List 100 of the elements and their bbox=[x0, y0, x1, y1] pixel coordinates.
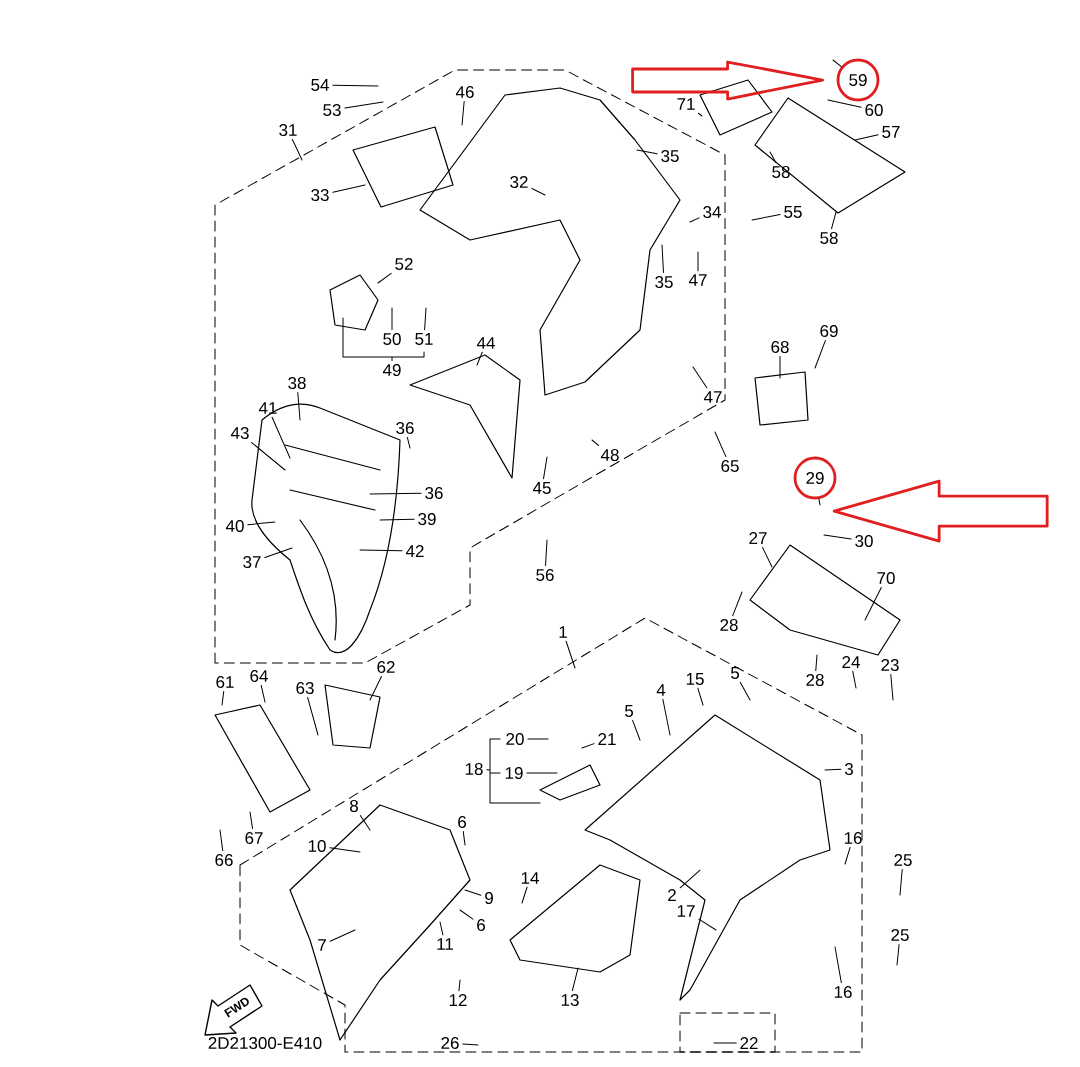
drawing-code: 2D21300-E410 bbox=[208, 1037, 322, 1049]
callout-number: 38 bbox=[288, 377, 306, 389]
leader-line bbox=[854, 134, 879, 141]
callout-number: 65 bbox=[721, 460, 739, 472]
circled-callout-number: 29 bbox=[793, 456, 837, 500]
leader-line bbox=[526, 772, 558, 774]
leader-line bbox=[679, 869, 701, 889]
callout-number: 71 bbox=[677, 98, 695, 110]
leader-line bbox=[297, 391, 301, 421]
callout-number: 37 bbox=[243, 556, 261, 568]
callout-number: 63 bbox=[296, 682, 314, 694]
leader-line bbox=[439, 921, 444, 936]
callout-number: 51 bbox=[415, 333, 433, 345]
callout-number: 14 bbox=[521, 872, 539, 884]
block-arrow bbox=[631, 60, 824, 101]
leader-line bbox=[377, 272, 392, 284]
leader-line bbox=[834, 946, 842, 984]
leader-line bbox=[832, 59, 842, 68]
leader-line bbox=[591, 439, 600, 447]
leader-line bbox=[814, 339, 826, 369]
callout-number: 27 bbox=[749, 532, 767, 544]
leader-line bbox=[896, 943, 900, 966]
callout-number: 66 bbox=[215, 854, 233, 866]
leader-line bbox=[521, 886, 528, 904]
callout-number: 39 bbox=[418, 513, 436, 525]
leader-line bbox=[379, 518, 415, 521]
callout-number: 36 bbox=[396, 422, 414, 434]
callout-number: 47 bbox=[688, 274, 707, 286]
callout-number: 60 bbox=[865, 104, 883, 116]
leader-line bbox=[458, 979, 461, 992]
callout-number: 10 bbox=[308, 840, 326, 852]
leader-line bbox=[406, 436, 411, 449]
callout-number: 68 bbox=[771, 341, 789, 353]
leader-line bbox=[581, 743, 595, 749]
callout-number: 16 bbox=[834, 986, 852, 998]
callout-number: 13 bbox=[561, 994, 579, 1006]
callout-number: 6 bbox=[477, 919, 485, 931]
leader-line bbox=[762, 546, 773, 568]
leader-line bbox=[864, 586, 882, 621]
leader-line bbox=[391, 307, 393, 331]
callout-number: 61 bbox=[216, 676, 234, 688]
callout-number: 46 bbox=[455, 86, 474, 98]
leader-line bbox=[369, 492, 422, 495]
leader-line bbox=[219, 829, 224, 852]
leader-line bbox=[751, 214, 781, 221]
callout-number: 52 bbox=[395, 258, 413, 270]
callout-number: 28 bbox=[720, 619, 738, 631]
circled-callout-number: 59 bbox=[836, 58, 880, 102]
callout-number: 11 bbox=[437, 938, 453, 950]
callout-number: 67 bbox=[245, 832, 263, 844]
leader-line bbox=[307, 696, 319, 736]
callout-number: 32 bbox=[510, 176, 528, 188]
callout-number: 57 bbox=[882, 126, 900, 138]
callout-number: 8 bbox=[350, 800, 358, 812]
callout-number: 26 bbox=[441, 1037, 459, 1049]
callout-number: 23 bbox=[881, 659, 899, 671]
callout-number: 9 bbox=[485, 892, 493, 904]
callout-number: 21 bbox=[598, 733, 616, 745]
leader-line bbox=[661, 244, 664, 274]
leader-line bbox=[815, 654, 818, 672]
leader-line bbox=[831, 211, 837, 230]
leader-line bbox=[459, 909, 474, 920]
leader-line bbox=[824, 768, 842, 771]
callout-number: 3 bbox=[844, 763, 853, 775]
leader-line bbox=[852, 670, 857, 689]
leader-line bbox=[545, 539, 548, 567]
callout-number: 35 bbox=[661, 150, 679, 162]
leader-line bbox=[827, 99, 862, 108]
callout-number: 25 bbox=[894, 854, 912, 866]
callout-number: 5 bbox=[624, 705, 634, 717]
callout-number: 45 bbox=[532, 482, 551, 494]
block-arrow bbox=[832, 479, 1049, 543]
callout-number: 58 bbox=[820, 232, 838, 244]
callout-number: 20 bbox=[506, 733, 524, 745]
callout-number: 64 bbox=[250, 670, 268, 682]
callout-number: 50 bbox=[383, 333, 401, 345]
leader-line bbox=[462, 1043, 479, 1046]
bracket-leader-line bbox=[486, 738, 541, 804]
leader-line bbox=[359, 549, 403, 552]
leader-line bbox=[476, 351, 483, 366]
leader-line bbox=[247, 521, 276, 526]
callout-number: 15 bbox=[686, 673, 704, 685]
callout-number: 5 bbox=[730, 667, 740, 679]
leader-line bbox=[632, 719, 641, 741]
leader-line bbox=[359, 814, 371, 831]
callout-number: 7 bbox=[318, 939, 326, 951]
callout-number: 56 bbox=[536, 569, 554, 581]
callout-number: 55 bbox=[784, 206, 802, 218]
leader-line bbox=[527, 738, 549, 740]
callout-number: 35 bbox=[655, 276, 673, 288]
callout-number: 24 bbox=[842, 656, 860, 668]
callout-number: 17 bbox=[677, 905, 695, 917]
callout-number: 33 bbox=[311, 189, 329, 201]
leader-line bbox=[264, 547, 293, 558]
leader-line bbox=[250, 441, 286, 471]
leader-line bbox=[543, 456, 548, 480]
leader-line bbox=[890, 673, 894, 701]
leader-line bbox=[332, 184, 366, 193]
leader-line bbox=[464, 889, 482, 896]
leader-line bbox=[369, 675, 382, 701]
